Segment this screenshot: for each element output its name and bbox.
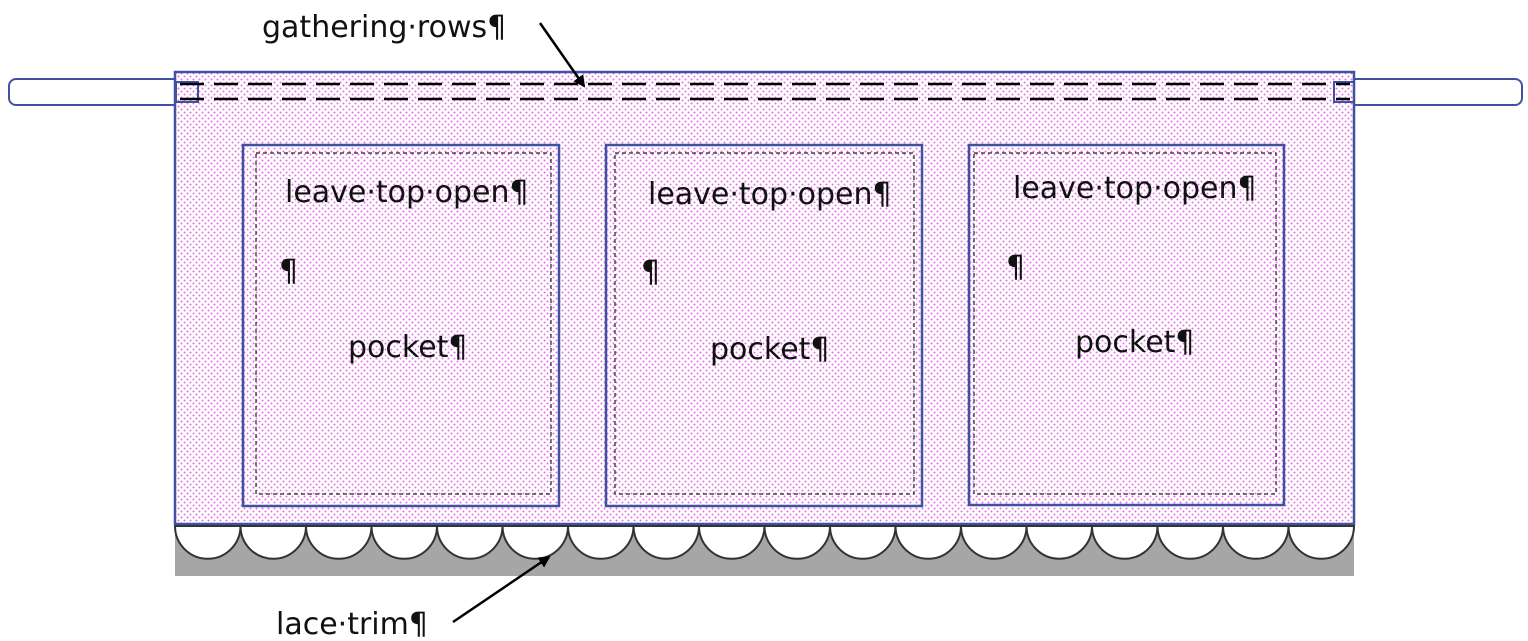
lace-scallop bbox=[1221, 525, 1290, 560]
pocket-3 bbox=[967, 143, 1286, 507]
pocket-2 bbox=[604, 143, 924, 508]
pocket-2-pilcrow: ¶ bbox=[641, 255, 660, 290]
waistband-tie-right bbox=[1343, 78, 1523, 106]
lace-scallop bbox=[697, 525, 766, 560]
lace-scallop bbox=[763, 525, 832, 560]
lace-scallop bbox=[304, 525, 373, 560]
lace-scallop bbox=[894, 525, 963, 560]
lace-scallop bbox=[1090, 525, 1159, 560]
pocket-1-top-label: leave·top·open¶ bbox=[285, 175, 529, 210]
lace-scallop bbox=[632, 525, 701, 560]
lace-scallop bbox=[1156, 525, 1225, 560]
lace-scallop bbox=[173, 525, 242, 560]
pocket-3-top-label: leave·top·open¶ bbox=[1013, 171, 1257, 206]
lace-scallops bbox=[173, 525, 1356, 560]
lace-scallop bbox=[959, 525, 1028, 560]
tie-joint-right bbox=[1333, 81, 1355, 103]
pocket-3-stitch-line bbox=[973, 152, 1277, 495]
lace-scallop bbox=[239, 525, 308, 560]
pocket-1 bbox=[241, 143, 561, 508]
lace-trim-label: lace·trim¶ bbox=[276, 607, 428, 641]
lace-scallop bbox=[1025, 525, 1094, 560]
lace-scallop bbox=[566, 525, 635, 560]
tie-joint-left bbox=[175, 81, 199, 103]
pocket-3-label: pocket¶ bbox=[1075, 325, 1195, 360]
lace-scallop bbox=[1287, 525, 1356, 560]
lace-scallop bbox=[828, 525, 897, 560]
pocket-3-pilcrow: ¶ bbox=[1006, 250, 1025, 285]
pocket-2-label: pocket¶ bbox=[710, 332, 830, 367]
lace-trim bbox=[173, 525, 1356, 576]
waistband-tie-left bbox=[8, 78, 190, 106]
lace-scallop bbox=[370, 525, 439, 560]
pocket-2-stitch-line bbox=[614, 152, 915, 495]
gathering-rows-label: gathering·rows¶ bbox=[262, 10, 506, 45]
lace-scallop bbox=[435, 525, 504, 560]
pocket-1-pilcrow: ¶ bbox=[279, 254, 298, 289]
pocket-2-top-label: leave·top·open¶ bbox=[648, 177, 892, 212]
pocket-1-stitch-line bbox=[255, 152, 552, 495]
lace-trim-arrow bbox=[452, 555, 551, 624]
pocket-1-label: pocket¶ bbox=[348, 330, 468, 365]
gathering-rows-arrow bbox=[538, 22, 586, 88]
